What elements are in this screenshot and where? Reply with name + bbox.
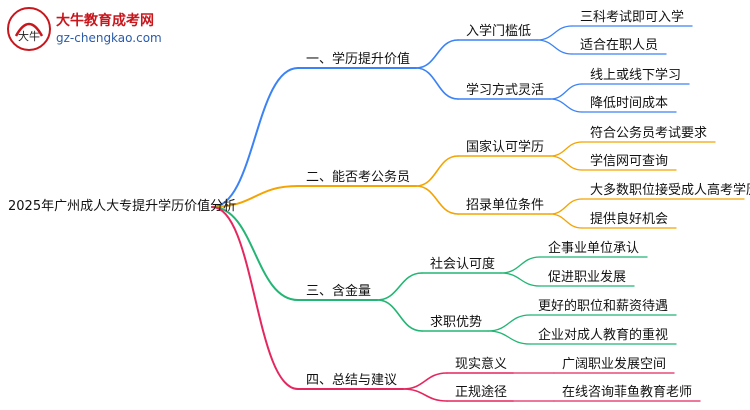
leaf-connector xyxy=(549,83,583,100)
site-logo: 大牛 大牛教育成考网 gz-chengkao.com xyxy=(6,6,176,52)
subtopic-connector xyxy=(376,299,423,332)
leaf-connector xyxy=(549,213,583,229)
leaf-topic: 提供良好机会 xyxy=(590,212,669,227)
subtopic-connector xyxy=(376,272,423,301)
logo-mark: 大牛 xyxy=(7,7,51,51)
leaf-topic: 学信网可查询 xyxy=(590,154,669,169)
leaf-connector xyxy=(500,256,541,274)
leaf-topic: 线上或线下学习 xyxy=(590,68,682,83)
leaf-topic: 促进职业发展 xyxy=(548,270,627,285)
branch-connector xyxy=(211,206,299,301)
leaf-topic: 适合在职人员 xyxy=(580,38,659,53)
subtopic-connector xyxy=(402,388,448,402)
branch-topic: 四、总结与建议 xyxy=(306,373,398,388)
subtopic-connector xyxy=(415,39,459,69)
leaf-topic: 三科考试即可入学 xyxy=(580,10,685,25)
leaf-connector xyxy=(536,25,573,41)
branch-connector xyxy=(211,185,299,208)
branch-connector xyxy=(211,206,299,390)
leaf-connector xyxy=(549,155,583,171)
subtopic-connector xyxy=(415,155,459,187)
leaf-topic: 符合公务员考试要求 xyxy=(590,126,708,141)
leaf-topic: 企事业单位承认 xyxy=(548,241,640,256)
leaf-topic: 大多数职位接受成人高考学历 xyxy=(590,183,750,198)
leaf-topic: 降低时间成本 xyxy=(590,96,669,111)
logo-url: gz-chengkao.com xyxy=(56,31,162,45)
leaf-topic: 企业对成人教育的重视 xyxy=(538,328,669,343)
subtopic-connector xyxy=(415,67,459,100)
leaf-connector xyxy=(549,141,583,157)
subtopic-connector xyxy=(402,372,448,390)
leaf-topic: 广阔职业发展空间 xyxy=(562,357,667,372)
subtopic: 国家认可学历 xyxy=(466,140,545,155)
subtopic-connector xyxy=(415,185,459,215)
subtopic: 现实意义 xyxy=(455,357,508,372)
leaf-topic: 更好的职位和薪资待遇 xyxy=(538,299,669,314)
logo-mark-text: 大牛 xyxy=(18,29,40,43)
leaf-connector xyxy=(549,198,583,215)
leaf-topic: 在线咨询菲鱼教育老师 xyxy=(562,385,693,400)
branch-topic: 二、能否考公务员 xyxy=(306,170,411,185)
leaf-connector xyxy=(536,39,573,55)
root-topic: 2025年广州成人大专提升学历价值分析 xyxy=(8,199,237,214)
logo-name: 大牛教育成考网 xyxy=(56,13,154,29)
subtopic: 求职优势 xyxy=(430,315,483,330)
leaf-connector xyxy=(487,330,531,345)
subtopic: 社会认可度 xyxy=(430,257,496,272)
leaf-connector xyxy=(549,98,583,113)
branch-topic: 三、含金量 xyxy=(306,284,372,299)
branch-connector xyxy=(211,67,299,208)
subtopic: 入学门槛低 xyxy=(466,24,532,39)
subtopic: 正规途径 xyxy=(455,385,508,400)
subtopic: 招录单位条件 xyxy=(466,198,545,213)
subtopic: 学习方式灵活 xyxy=(466,83,545,98)
branch-topic: 一、学历提升价值 xyxy=(306,52,411,67)
leaf-connector xyxy=(487,314,531,332)
leaf-connector xyxy=(500,272,541,287)
